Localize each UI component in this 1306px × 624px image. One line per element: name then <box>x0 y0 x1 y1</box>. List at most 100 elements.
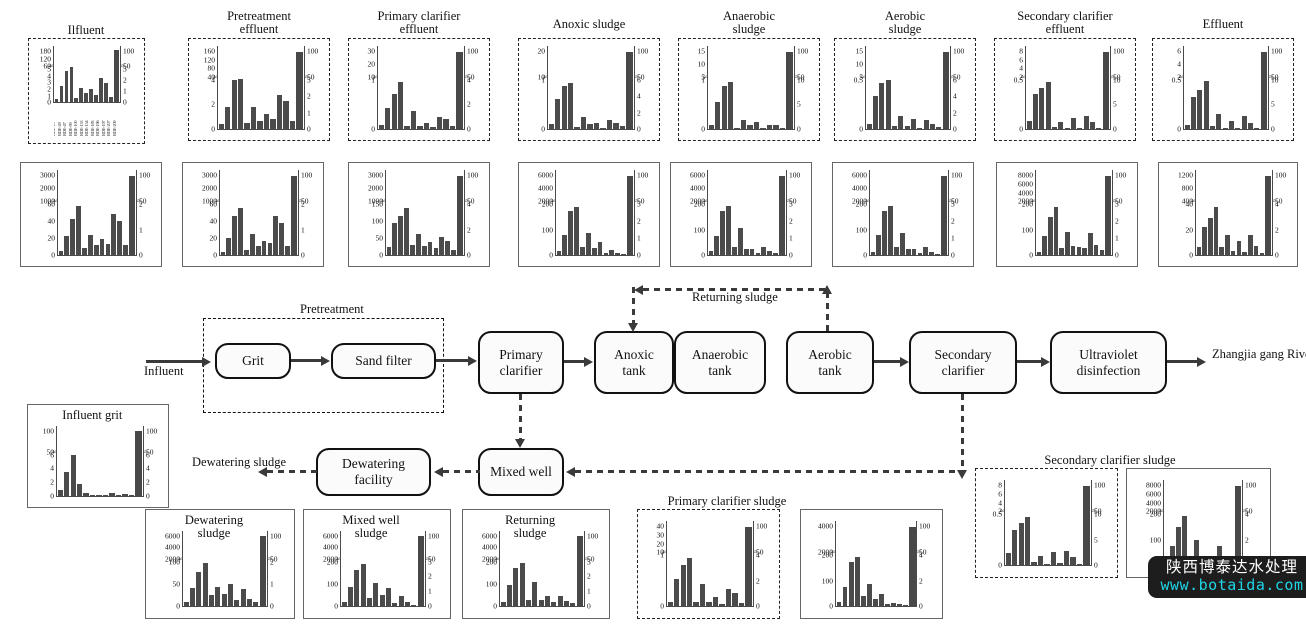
bar-congener <box>910 118 917 129</box>
y-tick-label: 2 <box>1019 71 1023 81</box>
node-anaerobic-tank[interactable]: Anaerobic tank <box>674 331 766 394</box>
x-tick-label: BDE-196 <box>95 120 100 136</box>
y-axis-right <box>1109 46 1111 129</box>
bar-congener <box>1082 248 1087 255</box>
y-tick-label: 100 <box>1094 480 1106 490</box>
axis-break-mark-left: ≈ <box>543 72 547 81</box>
axis-break-mark-right: ≈ <box>635 197 639 206</box>
bar-congener <box>366 598 373 606</box>
bar-congener <box>609 249 615 255</box>
y-tick-label: 30 <box>367 46 376 56</box>
bar-congener <box>1077 128 1083 129</box>
bar-congener <box>449 126 456 129</box>
chart-title-line: effluent <box>1045 22 1085 37</box>
bar-congener <box>196 572 202 606</box>
chart-bars <box>836 521 916 606</box>
chart-bars <box>54 46 120 102</box>
y-axis-right <box>793 46 795 129</box>
bar-congener <box>1170 545 1176 565</box>
chart-title-line: sludge <box>732 22 766 37</box>
y-tick-label: 6000 <box>1018 179 1033 189</box>
y-tick-label: 0 <box>176 601 180 611</box>
node-sand-filter[interactable]: Sand filter <box>331 343 436 379</box>
y-tick-label: 40 <box>209 216 218 226</box>
bar-congener <box>1089 122 1096 129</box>
bar-congener <box>246 598 253 606</box>
node-grit[interactable]: Grit <box>215 343 291 379</box>
bar-congener <box>445 240 451 255</box>
bar-congener <box>1048 217 1053 255</box>
y-axis-left <box>1035 170 1037 255</box>
axis-break-mark-right: ≈ <box>1243 507 1247 516</box>
bar-congener <box>500 601 506 606</box>
bar-congener <box>766 124 773 129</box>
bar-congener-bde209 <box>626 51 634 129</box>
bar-congener <box>749 249 755 255</box>
node-ultraviolet-disinfection[interactable]: Ultraviolet disinfection <box>1050 331 1167 394</box>
node-primary-clarifier[interactable]: Primary clarifier <box>478 331 564 394</box>
watermark-url-text: www.botaida.com <box>1160 575 1304 594</box>
y-axis-left <box>835 521 837 606</box>
y-tick-label: 50 <box>756 547 764 557</box>
y-tick-label: 6 <box>50 449 54 459</box>
bar-congener <box>64 70 69 102</box>
bar-congener-bde209 <box>1105 176 1112 255</box>
bar-congener <box>1219 247 1224 255</box>
y-tick-label: 6000 <box>690 170 705 180</box>
bar-congener <box>215 587 221 606</box>
y-tick-label: 200 <box>821 550 833 560</box>
y-tick-label: 100 <box>1271 46 1283 56</box>
node-dewatering-facility[interactable]: Dewatering facility <box>316 448 431 496</box>
bar-congener <box>732 593 738 606</box>
axis-break-mark-left: ≈ <box>865 197 869 206</box>
y-tick-label: 2 <box>637 107 641 117</box>
bar-congener <box>687 557 693 606</box>
chart-bars <box>708 170 786 255</box>
bar-congener <box>99 78 104 102</box>
y-tick-label: 0.5 <box>853 74 863 84</box>
y-tick-label: 4000 <box>852 183 867 193</box>
y-tick-label: 5 <box>1094 534 1098 544</box>
node-mixed-well[interactable]: Mixed well <box>478 448 564 496</box>
axis-break-mark-right: ≈ <box>121 62 125 71</box>
bar-congener <box>109 492 115 496</box>
bar-congener <box>574 206 579 255</box>
y-tick-label: 0 <box>1113 124 1117 134</box>
node-secondary-clarifier[interactable]: Secondary clarifier <box>909 331 1017 394</box>
bar-congener <box>917 128 923 129</box>
y-tick-label: 200 <box>541 199 553 209</box>
node-anoxic-tank-line2: tank <box>622 362 646 378</box>
node-aerobic-tank[interactable]: Aerobic tank <box>786 331 874 394</box>
bar-congener <box>548 124 554 129</box>
node-anoxic-tank[interactable]: Anoxic tank <box>594 331 674 394</box>
bar-congener-bde209 <box>259 536 267 606</box>
bar-congener <box>1070 118 1077 129</box>
bar-congener-bde209 <box>1083 486 1091 565</box>
watermark-cn-text: 陕西博泰达水处理 <box>1165 558 1298 576</box>
y-tick-label: 400 <box>1181 196 1193 206</box>
bar-congener <box>1184 125 1190 129</box>
bar-congener <box>719 603 725 606</box>
bar-congener-bde209 <box>786 51 794 129</box>
y-tick-label: 2 <box>789 216 793 226</box>
bar-congener <box>1045 81 1051 129</box>
y-tick-label: 40 <box>1185 199 1194 209</box>
y-tick-label: 0 <box>660 601 664 611</box>
bar-congener <box>747 124 753 129</box>
axis-break-mark-right: ≈ <box>137 197 141 206</box>
node-uv-line2: disinfection <box>1076 362 1141 378</box>
y-tick-label: 50 <box>1271 71 1279 81</box>
y-tick-label: 800 <box>1181 183 1193 193</box>
bar-congener <box>708 251 714 255</box>
arrow-influent-to-grit <box>146 357 213 367</box>
bar-congener <box>1254 128 1260 129</box>
